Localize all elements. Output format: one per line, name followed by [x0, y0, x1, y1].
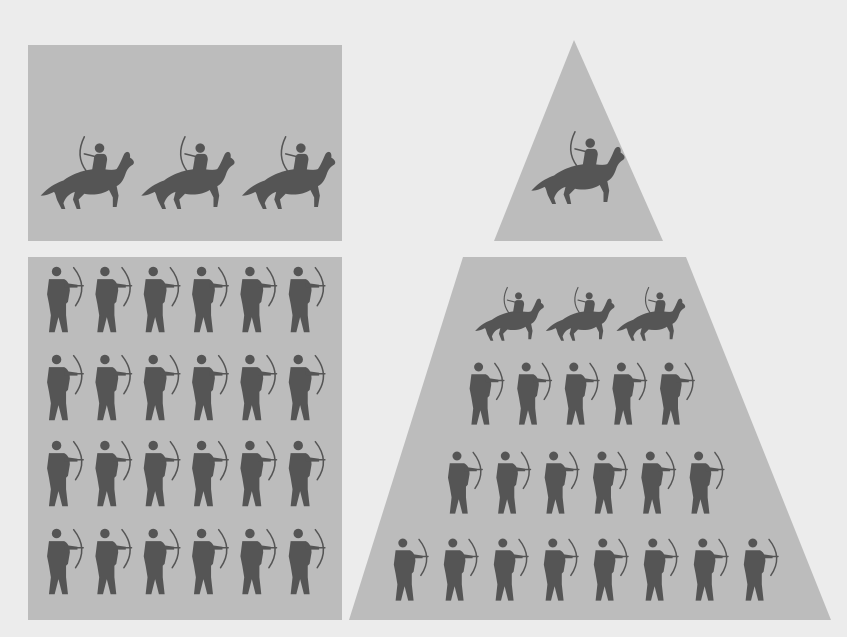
left-cavalry-panel [28, 45, 342, 241]
right-apex-triangle [494, 40, 663, 241]
